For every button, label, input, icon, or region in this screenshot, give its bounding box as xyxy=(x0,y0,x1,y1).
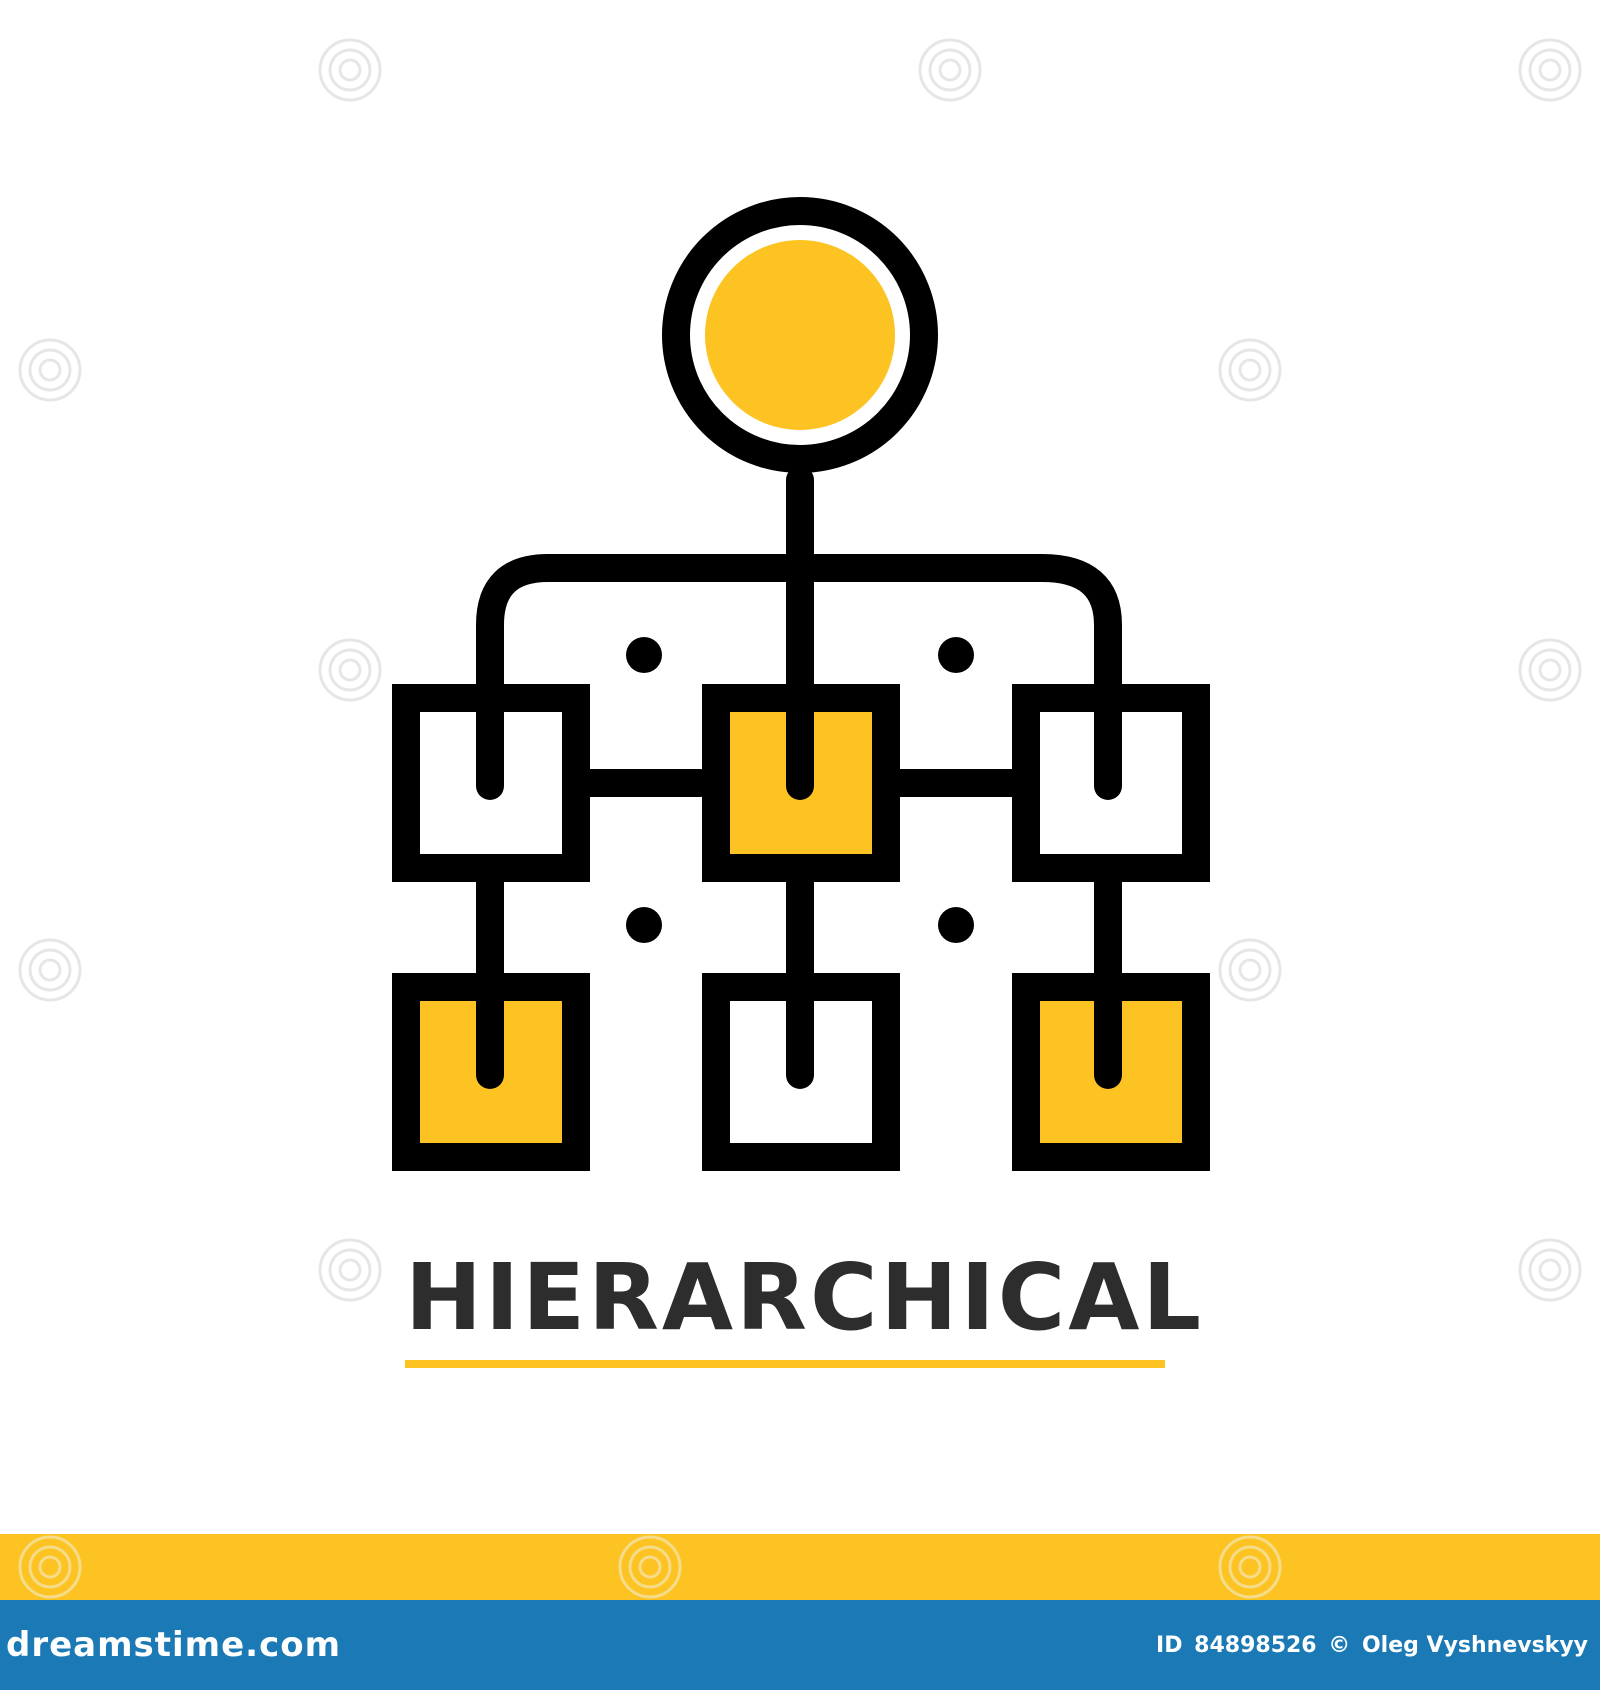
title-label: HIERARCHICAL xyxy=(405,1244,1205,1351)
hierarchy-icon xyxy=(392,197,1210,1171)
footer-logo: dreamstime.com xyxy=(6,1625,342,1665)
copyright-symbol: © xyxy=(1328,1633,1351,1658)
decorative-dots xyxy=(626,637,974,943)
footer-bar: dreamstime.com ID 84898526 © Oleg Vyshne… xyxy=(0,1600,1600,1690)
branch-line xyxy=(476,554,1122,799)
author-name: Oleg Vyshnevskyy xyxy=(1361,1633,1588,1658)
accent-band xyxy=(0,1534,1600,1600)
id-value: 84898526 xyxy=(1194,1633,1317,1658)
hierarchy-diagram xyxy=(392,197,1210,1171)
footer-credit: ID 84898526 © Oleg Vyshnevskyy xyxy=(1152,1628,1588,1664)
root-node-fill xyxy=(705,240,895,430)
stem-lines xyxy=(476,686,1122,1089)
id-label: ID xyxy=(1156,1633,1183,1658)
level2-node-center xyxy=(702,973,900,1171)
title-underline xyxy=(405,1360,1165,1368)
